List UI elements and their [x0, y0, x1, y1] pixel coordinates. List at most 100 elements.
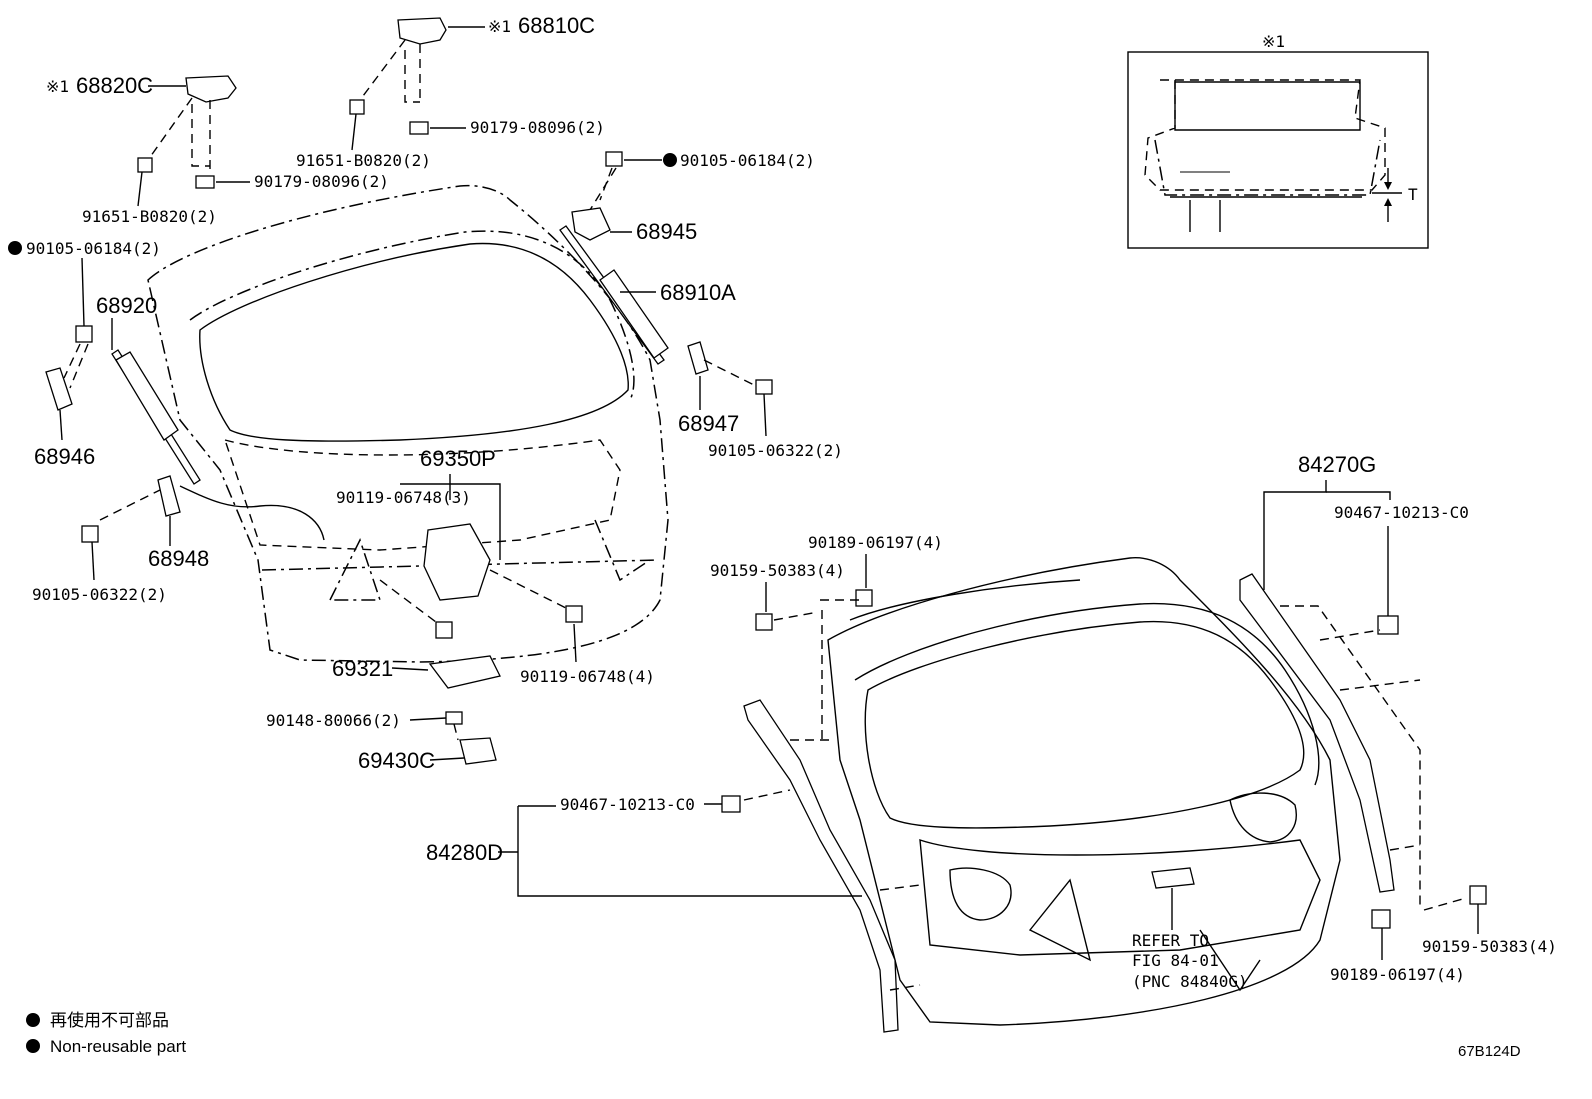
- label-90189-top: 90189-06197(4): [808, 533, 943, 552]
- clip-icon: [721, 795, 741, 813]
- bracket-68945: 68945: [571, 207, 697, 244]
- damper-body-icon: [599, 269, 669, 359]
- inset-door-outline: [1144, 79, 1386, 191]
- clip-icon: [1377, 615, 1399, 635]
- label-90467-right: 90467-10213-C0: [1334, 503, 1469, 522]
- inner-door-cutout-right: [1229, 792, 1297, 843]
- screw-icon: [445, 711, 463, 725]
- outer-door-lower-panel: [223, 438, 621, 551]
- bolt-icon: [75, 325, 93, 343]
- hinge-dash-lines: [359, 39, 421, 103]
- bolt-91651-top: 91651-B0820(2): [296, 99, 431, 170]
- inset-dimension-label: T: [1408, 185, 1418, 204]
- refer-line-1: REFER TO: [1132, 931, 1209, 950]
- bolt-icon: [435, 621, 453, 639]
- trim-strip-icon: [743, 699, 899, 1033]
- leader: [409, 717, 447, 721]
- leader: [137, 171, 143, 207]
- trim-strip-icon: [1239, 573, 1395, 893]
- label-68946: 68946: [34, 444, 95, 469]
- leader: [573, 623, 577, 663]
- outer-door-window: [199, 242, 629, 442]
- dash-lines: [379, 579, 441, 626]
- label-69430C: 69430C: [358, 748, 435, 773]
- dash-lines: [63, 343, 89, 389]
- label-84270G: 84270G: [1298, 452, 1376, 477]
- hinge-icon: [185, 75, 237, 103]
- dash-lines: [1280, 605, 1421, 910]
- inner-door-right-notch: [1199, 929, 1261, 992]
- clip-icon: [855, 589, 873, 607]
- label-90159-bottom: 90159-50383(4): [1422, 937, 1557, 956]
- bracket-icon: [687, 341, 709, 375]
- bolt-90105-06322-right: 90105-06322(2): [708, 379, 843, 460]
- connector-icon: [1151, 867, 1195, 889]
- refer-note: REFER TO FIG 84-01 (PNC 84840G): [1132, 867, 1248, 991]
- hinge-68810C: ※1 68810C: [359, 13, 595, 103]
- lock-69350P: 69350P 90119-06748(3) 90119-06748(4): [336, 446, 655, 686]
- inset-frame: [1127, 51, 1429, 249]
- dash-lines: [99, 489, 161, 521]
- marker-68810C: ※1: [488, 17, 511, 36]
- dash-lines: [820, 599, 860, 740]
- dash-lines-2: [790, 739, 921, 991]
- nut-icon: [409, 121, 429, 135]
- bracket-line-right: [1326, 491, 1391, 500]
- refer-line-3: (PNC 84840G): [1132, 972, 1248, 991]
- screw-icon: [1469, 885, 1487, 905]
- label-90159-top: 90159-50383(4): [710, 561, 845, 580]
- damper-68920: 68920: [96, 293, 201, 485]
- inner-door-cutout-left: [949, 867, 1012, 921]
- non-reusable-dot-icon: [663, 153, 677, 167]
- dash-lines: [743, 789, 791, 801]
- bolt-icon: [349, 99, 365, 115]
- bolt-icon: [605, 151, 623, 167]
- damper-body-icon: [115, 351, 179, 441]
- label-90189-bottom: 90189-06197(4): [1330, 965, 1465, 984]
- bolt-91651-left: 91651-B0820(2): [82, 157, 217, 226]
- label-68920: 68920: [96, 293, 157, 318]
- dash-lines-3: [1339, 679, 1421, 691]
- damper-68910A: 68910A: [559, 225, 736, 365]
- inner-door-notch: [1028, 878, 1092, 962]
- bolt-90105-06322-left: 90105-06322(2): [32, 489, 167, 604]
- leader: [429, 757, 465, 761]
- dash-lines: [453, 723, 459, 741]
- inset-marker: ※1: [1262, 32, 1285, 51]
- label-90105-06184-right: 90105-06184(2): [680, 151, 815, 170]
- leader: [763, 393, 767, 437]
- nut-icon: [195, 175, 215, 189]
- inner-door-silhouette: [827, 557, 1341, 1026]
- trim-84280D: 90467-10213-C0 84280D: [426, 699, 921, 1033]
- leader: [59, 409, 63, 441]
- bracket-68948: 68948: [148, 475, 325, 571]
- label-84280D: 84280D: [426, 840, 503, 865]
- striker-69430C: 69430C: [358, 737, 497, 773]
- label-91651-left: 91651-B0820(2): [82, 207, 217, 226]
- bracket-line-left: [400, 483, 451, 500]
- label-68810C: 68810C: [518, 13, 595, 38]
- label-90119-06748-3: 90119-06748(3): [336, 488, 471, 507]
- hinge-icon: [397, 17, 447, 45]
- inset-arrow-up: [1384, 198, 1392, 206]
- label-68910A: 68910A: [660, 280, 736, 305]
- bracket-icon: [571, 207, 611, 241]
- label-69350P: 69350P: [420, 446, 496, 471]
- lock-icon: [423, 523, 491, 601]
- clip-90189-top: 90189-06197(4): [808, 533, 943, 740]
- dash-lines: [589, 167, 617, 211]
- leader: [351, 113, 357, 151]
- back-door-outer: [147, 184, 669, 663]
- inset-arrow-down: [1384, 182, 1392, 190]
- dash-lines-2: [1319, 629, 1381, 641]
- screw-icon: [755, 613, 773, 631]
- bolt-icon: [137, 157, 153, 173]
- handle-icon: [428, 655, 501, 689]
- label-90105-06322-right: 90105-06322(2): [708, 441, 843, 460]
- legend-dot-icon-ja: [26, 1013, 40, 1027]
- screw-90159-top: 90159-50383(4): [710, 561, 845, 631]
- legend-label-ja: 再使用不可部品: [50, 1010, 169, 1030]
- screw-90148: 90148-80066(2): [266, 711, 463, 741]
